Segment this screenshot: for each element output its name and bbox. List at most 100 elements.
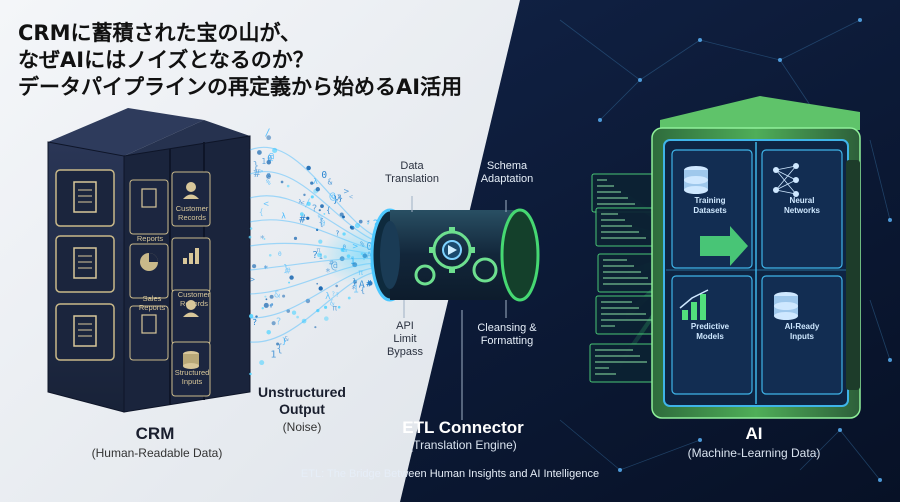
noise-dot [266, 135, 272, 141]
noise-glyph: λ [298, 199, 302, 206]
noise-dot [306, 165, 311, 171]
crm-pie-icon [129, 243, 169, 299]
noise-glyph: ? [335, 292, 339, 299]
noise-label: Unstructured Output [258, 384, 346, 417]
noise-glyph: ? [252, 317, 257, 327]
noise-dot [301, 318, 307, 324]
footer-caption: ETL: The Bridge Between Human Insights a… [300, 468, 600, 480]
noise-glyph: { [318, 218, 324, 229]
etl-subtitle: (Translation Engine) [409, 438, 517, 452]
noise-glyph: / [304, 196, 310, 209]
crm-db-icon [171, 341, 211, 397]
noise-dot [339, 212, 344, 217]
crm-person-icon [171, 289, 211, 345]
noise-dot [264, 295, 267, 298]
noise-glyph: % [266, 177, 271, 186]
noise-glyph: } [253, 159, 260, 172]
noise-dot [266, 329, 271, 335]
crm-tile-label: Structured Inputs [174, 368, 210, 386]
etl-title: ETL Connector [402, 418, 524, 437]
noise-glyph: % [318, 214, 324, 224]
noise-glyph: # [286, 265, 291, 275]
noise-dot [358, 219, 363, 224]
ai-tile-label: AI-Ready Inputs [784, 322, 820, 341]
noise-dot [291, 310, 297, 315]
noise-glyph: 0 [321, 170, 327, 181]
crm-tile-label: Customer Records [175, 204, 209, 222]
noise-glyph: 0 [278, 251, 282, 258]
noise-glyph: } [338, 193, 343, 202]
noise-dot [316, 282, 319, 285]
ai-tiles [671, 149, 843, 395]
noise-dot [318, 209, 321, 212]
callout-lines [403, 196, 507, 420]
noise-glyph: # [254, 167, 261, 180]
crm-title: CRM [135, 424, 175, 443]
noise-dot [306, 201, 311, 206]
noise-dot [305, 298, 311, 304]
noise-glyph: λ [281, 211, 286, 220]
noise-glyph: < [349, 193, 353, 201]
noise-dot [255, 315, 258, 318]
noise-glyph: { [360, 285, 365, 295]
noise-dot [314, 326, 317, 329]
noise-glyph: * [351, 285, 356, 295]
crm-person-icon [171, 171, 211, 227]
noise-dot [316, 308, 320, 313]
noise-glyph: 1 [270, 350, 276, 361]
noise-glyph: # [299, 213, 306, 226]
noise-dot [342, 215, 345, 219]
label-api-limit-bypass: API Limit Bypass [386, 320, 424, 358]
noise-glyph: π [332, 304, 337, 313]
noise-dot [286, 184, 290, 188]
noise-dot [249, 314, 254, 319]
crm-tiles [55, 169, 211, 397]
noise-dot [289, 275, 294, 280]
noise-dot [324, 305, 328, 309]
noise-glyph: & [274, 290, 280, 301]
noise-dot [315, 228, 319, 231]
noise-glyph: } [333, 196, 338, 206]
noise-dot [310, 195, 314, 199]
noise-glyph: } [282, 336, 287, 345]
noise-dot [248, 235, 252, 239]
noise-glyph: > [260, 168, 264, 175]
noise-dot [320, 204, 324, 208]
arrow-icon [700, 226, 748, 266]
crm-doc-icon [55, 235, 115, 293]
ai-net-icon [761, 149, 843, 269]
etl-connector [370, 208, 540, 302]
crm-tile-label: Customer Records [177, 290, 211, 308]
noise-glyph: π [316, 246, 320, 254]
noise-glyph: # [270, 303, 274, 310]
noise-dot [249, 227, 253, 230]
noise-dot [276, 342, 280, 346]
ai-tile-label: Training Datasets [693, 196, 727, 215]
crm-doc-icon [129, 179, 169, 235]
ai-title: AI [745, 424, 763, 443]
crm-doc-icon [129, 305, 169, 361]
noise-dot [268, 253, 272, 257]
noise-dot [315, 187, 321, 192]
noise-dot [282, 294, 286, 298]
ai-bars-icon [671, 275, 753, 395]
noise-dot [318, 286, 323, 291]
noise-glyph: < [300, 199, 304, 207]
noise-dot [249, 372, 252, 376]
noise-dot [257, 150, 262, 155]
noise-glyph: * [263, 264, 268, 274]
noise-glyph: & [284, 334, 289, 343]
noise-glyph: 0 [267, 154, 272, 163]
noise-glyph: > [344, 187, 350, 197]
noise-glyph: { [326, 206, 331, 215]
noise-dot [300, 212, 304, 216]
noise-dot [347, 296, 351, 300]
noise-dot [286, 309, 291, 313]
noise-glyph: @ [329, 191, 335, 202]
noise-dot [265, 298, 268, 301]
noise-dot [259, 360, 265, 366]
ai-subtitle: (Machine-Learning Data) [687, 446, 821, 460]
noise-dot [337, 305, 341, 309]
noise-dot [280, 180, 284, 184]
